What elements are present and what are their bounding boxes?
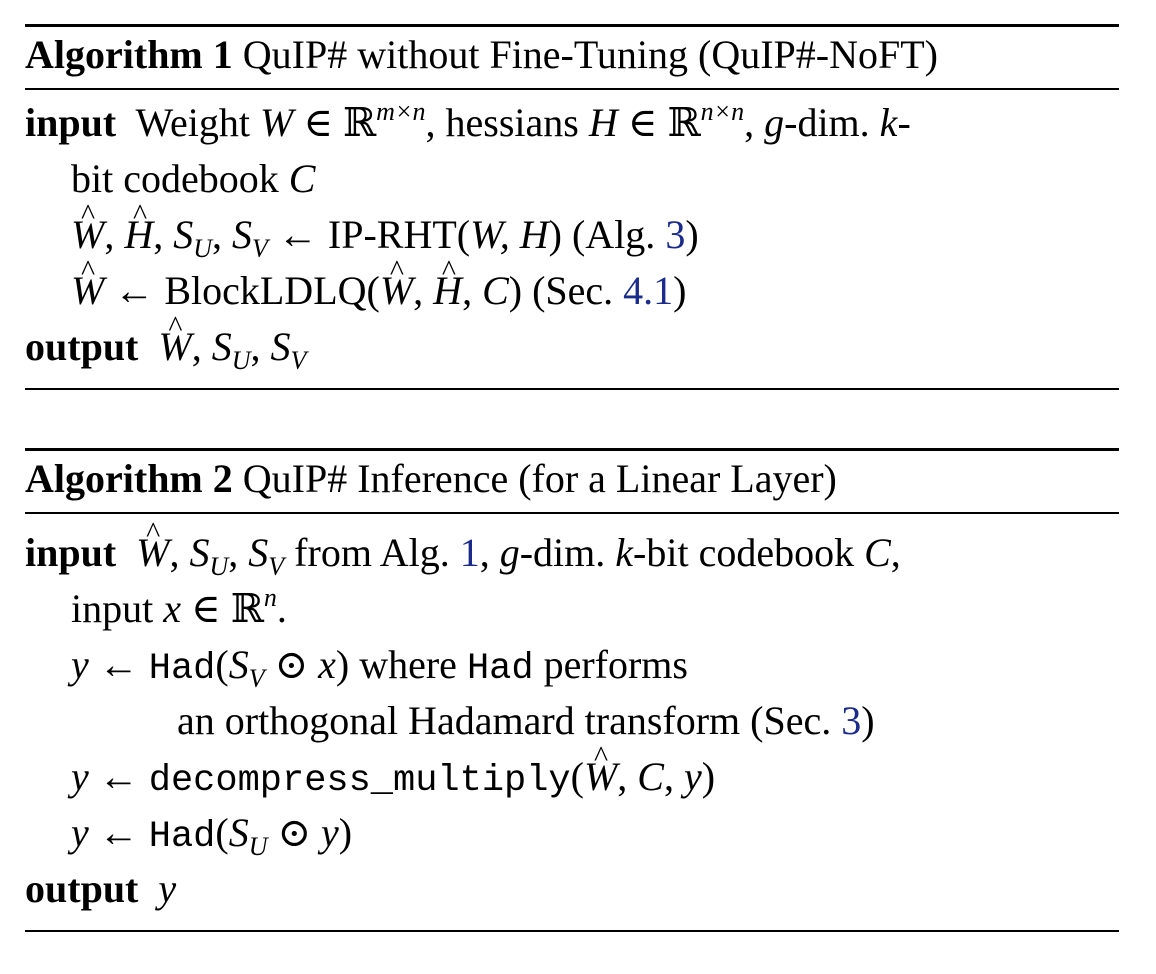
input-text: input bbox=[71, 586, 154, 631]
output-keyword: output bbox=[25, 866, 139, 911]
algorithm-ref-link[interactable]: 1 bbox=[459, 530, 480, 575]
input-line: input Weight W ∈ ℝm×n, hessians H ∈ ℝn×n… bbox=[25, 97, 911, 146]
input-text: - bbox=[897, 100, 911, 145]
input-text: -dim. bbox=[784, 100, 870, 145]
ref-suffix: ) bbox=[673, 268, 687, 313]
step-text: where bbox=[359, 642, 457, 687]
output-keyword: output bbox=[25, 324, 139, 369]
section-ref-link[interactable]: 3 bbox=[841, 698, 862, 743]
bottom-rule bbox=[25, 388, 1119, 390]
input-text: Weight bbox=[135, 100, 250, 145]
bottom-rule bbox=[25, 930, 1119, 932]
step-had-u: y ← Had(SU ⊙ y) bbox=[71, 810, 353, 861]
input-text: -bit codebook bbox=[633, 530, 855, 575]
algorithm-label: Algorithm 1 bbox=[25, 32, 233, 77]
step-decompress: y ← decompress_multiply(W, C, y) bbox=[71, 734, 715, 804]
ref-suffix: ) bbox=[685, 212, 699, 257]
top-rule bbox=[25, 24, 1119, 27]
section-ref-link[interactable]: 4.1 bbox=[623, 268, 674, 313]
input-line-continued: bit codebook C bbox=[71, 156, 316, 201]
input-text: from Alg. bbox=[294, 530, 450, 575]
algorithm-ref-link[interactable]: 3 bbox=[665, 212, 686, 257]
algorithm-title: QuIP# Inference (for a Linear Layer) bbox=[242, 456, 837, 501]
input-text: , hessians bbox=[425, 100, 579, 145]
output-line: output W, SU, SV bbox=[25, 304, 306, 374]
algorithm-title: QuIP# without Fine-Tuning (QuIP#-NoFT) bbox=[242, 32, 938, 77]
top-rule bbox=[25, 448, 1119, 451]
input-keyword: input bbox=[25, 530, 117, 575]
algorithm-label: Algorithm 2 bbox=[25, 456, 233, 501]
step-had-v-continued: an orthogonal Hadamard transform (Sec. 3… bbox=[177, 698, 875, 744]
step-had-v: y ← Had(SV ⊙ x) where Had performs bbox=[71, 642, 688, 693]
ref-prefix: (Alg. bbox=[571, 212, 656, 257]
input-line-continued: input x ∈ ℝn. bbox=[71, 583, 287, 632]
algorithm-2-caption: Algorithm 2 QuIP# Inference (for a Linea… bbox=[25, 456, 837, 502]
algorithm-1-caption: Algorithm 1 QuIP# without Fine-Tuning (Q… bbox=[25, 32, 938, 78]
function-name: Had bbox=[466, 648, 534, 690]
ref-prefix: (Sec. bbox=[532, 268, 614, 313]
function-name: Had bbox=[148, 648, 216, 690]
step-text: performs bbox=[543, 642, 688, 687]
step-blockldlq: W ← BlockLDLQ(W, H, C) (Sec. 4.1) bbox=[71, 248, 687, 314]
function-name: decompress_multiply bbox=[148, 760, 571, 802]
caption-rule bbox=[25, 88, 1119, 90]
output-line: output y bbox=[25, 866, 177, 911]
ref-suffix: ) bbox=[861, 698, 875, 743]
input-text: bit codebook bbox=[71, 156, 279, 201]
step-text: an orthogonal Hadamard transform (Sec. bbox=[177, 698, 832, 743]
input-line: input W, SU, SV from Alg. 1, g-dim. k-bi… bbox=[25, 510, 901, 580]
input-text: -dim. bbox=[519, 530, 606, 575]
step-ip-rht: W, H, SU, SV ← IP-RHT(W, H) (Alg. 3) bbox=[71, 192, 699, 262]
input-keyword: input bbox=[25, 100, 117, 145]
caption-rule bbox=[25, 512, 1119, 514]
function-name: Had bbox=[148, 816, 216, 858]
function-name: BlockLDLQ bbox=[164, 268, 367, 313]
